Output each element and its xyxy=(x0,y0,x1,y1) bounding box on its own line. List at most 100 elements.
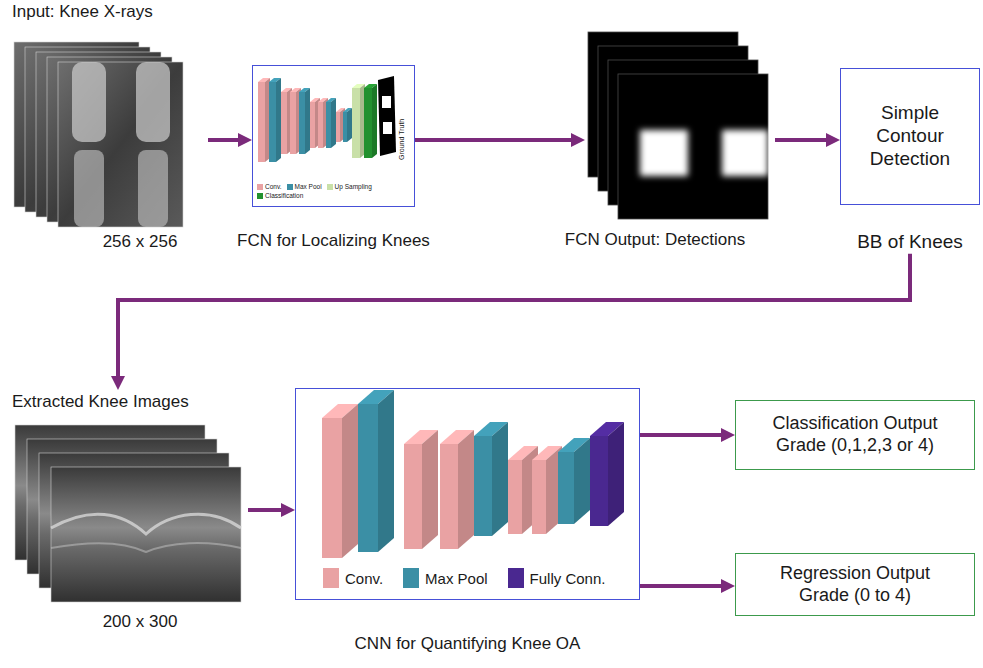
flow-arrow xyxy=(640,584,725,588)
box-label: Regression Output Grade (0 to 4) xyxy=(755,563,955,606)
layer-block-front xyxy=(404,444,422,549)
network-box: FCN for Localizing KneesConv.Max PoolUp … xyxy=(252,65,415,251)
tibia-shape xyxy=(138,150,168,227)
stack-caption: Extracted Knee Images xyxy=(12,392,244,412)
process-box: Simple Contour DetectionBB of Knees xyxy=(840,68,980,254)
layer-block-side xyxy=(347,108,352,142)
figure-label: Ground Truth xyxy=(398,119,406,160)
layer-block-front xyxy=(508,460,522,534)
layer-block-front xyxy=(336,112,340,142)
legend-text: Max Pool xyxy=(425,570,488,587)
legend-item: Up Sampling xyxy=(327,183,372,190)
femur-shape xyxy=(72,62,106,142)
legend-swatch xyxy=(403,568,419,588)
knee-crop-image xyxy=(51,467,241,602)
fcn-illustration xyxy=(258,76,396,162)
layer-block-front xyxy=(281,92,287,154)
image-stack: Extracted Knee Images 200 x 300 xyxy=(8,390,248,640)
legend-swatch xyxy=(323,568,339,588)
detection-image-stack: FCN Output: Detections xyxy=(585,30,775,250)
legend-swatch xyxy=(287,184,293,190)
legend: Conv. Max Pool Fully Conn. xyxy=(323,568,623,588)
cnn-illustration xyxy=(322,390,624,558)
layer-block-front xyxy=(299,92,305,154)
joint-line xyxy=(51,543,241,552)
layer-block-side xyxy=(422,430,438,549)
layer-block-front xyxy=(358,404,378,552)
layer-block-front xyxy=(474,436,492,536)
stack-caption: 200 x 300 xyxy=(90,612,190,632)
flow-arrow xyxy=(640,433,725,437)
layer-block-front xyxy=(258,82,265,162)
flow-arrow xyxy=(118,254,910,380)
legend-swatch xyxy=(327,184,333,190)
layer-block-side xyxy=(574,438,590,524)
box-label: Simple Contour Detection xyxy=(850,102,970,170)
layer-block-front xyxy=(532,460,546,534)
layer-block-front xyxy=(310,102,315,148)
legend-item: Fully Conn. xyxy=(508,568,606,588)
layer-block-side xyxy=(458,430,474,549)
layer-block-side xyxy=(378,390,394,552)
legend-text: Classification xyxy=(265,192,303,199)
legend-item: Max Pool xyxy=(287,183,322,190)
layer-block-front xyxy=(590,436,608,526)
input-image-stack: Input: Knee X-rays 256 x 256 xyxy=(8,2,208,260)
detection-blob xyxy=(640,130,688,176)
box-label: Classification Output Grade (0,1,2,3 or … xyxy=(755,413,955,456)
legend-item: Classification xyxy=(257,192,303,199)
layer-block-front xyxy=(364,88,372,158)
layer-block-side xyxy=(608,422,624,526)
box-caption: BB of Knees xyxy=(835,231,983,254)
layer-block-side xyxy=(492,422,508,536)
legend-item: Conv. xyxy=(257,183,282,190)
box-caption: CNN for Quantifying Knee OA xyxy=(295,634,640,654)
layer-block-side xyxy=(342,404,358,558)
layer-block-front xyxy=(269,82,276,162)
layer-block-front xyxy=(318,102,323,148)
ground-truth-mark xyxy=(382,96,391,108)
joint-line xyxy=(51,514,241,534)
legend-text: Fully Conn. xyxy=(530,570,606,587)
tibia-shape xyxy=(74,150,104,227)
layer-block-front xyxy=(322,418,342,558)
layer-block-front xyxy=(558,452,574,524)
network-box: CNN for Quantifying Knee OA Conv. Max Pool… xyxy=(295,388,640,654)
layer-block-front xyxy=(290,92,296,154)
layer-block-front xyxy=(343,112,347,142)
legend-swatch xyxy=(508,568,524,588)
stack-caption: 256 x 256 xyxy=(80,232,200,252)
knee-crop-stack xyxy=(15,425,241,602)
flow-arrow xyxy=(415,138,575,142)
connector-group xyxy=(118,140,910,586)
legend-text: Up Sampling xyxy=(335,183,372,190)
detection-stack xyxy=(588,32,768,219)
legend-text: Conv. xyxy=(265,183,282,190)
legend-item: Max Pool xyxy=(403,568,488,588)
stack-caption: Input: Knee X-rays xyxy=(12,2,208,22)
flow-arrow xyxy=(248,508,285,512)
flow-arrow xyxy=(775,138,830,142)
layer-block-front xyxy=(440,444,458,549)
layer-block-side xyxy=(331,98,336,148)
layer-block-side xyxy=(276,78,281,162)
layer-block-front xyxy=(326,102,331,148)
legend: Conv. Max Pool Up SamplingClassification xyxy=(257,183,410,199)
detection-blob xyxy=(722,130,768,176)
layer-block-side xyxy=(372,84,377,158)
legend-item: Conv. xyxy=(323,568,383,588)
ground-truth-mark xyxy=(383,122,392,134)
layer-block-front xyxy=(352,88,360,158)
xray-stack xyxy=(14,42,183,227)
xray-image xyxy=(58,62,183,227)
detection-image xyxy=(618,74,768,219)
box-outline xyxy=(295,388,640,600)
box-caption: FCN for Localizing Knees xyxy=(212,231,455,251)
legend-swatch xyxy=(257,184,263,190)
output-box: Classification Output Grade (0,1,2,3 or … xyxy=(735,400,975,470)
legend-text: Max Pool xyxy=(295,183,322,190)
legend-text: Conv. xyxy=(345,570,383,587)
layer-block-side xyxy=(305,88,310,154)
